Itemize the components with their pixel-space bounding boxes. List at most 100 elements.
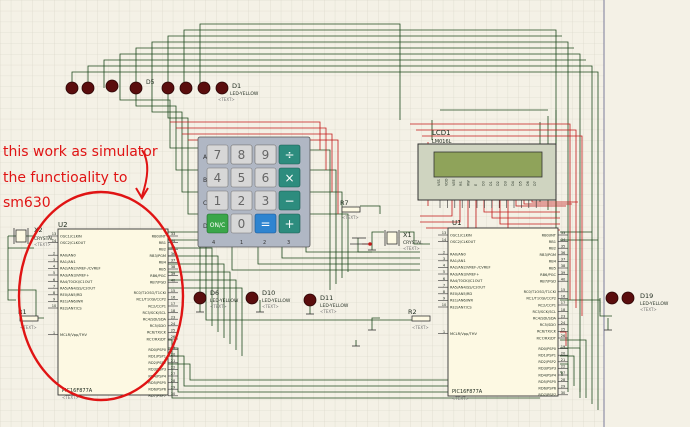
led-body [197, 81, 211, 95]
led-top[interactable] [105, 79, 119, 93]
pin-number: 14 [442, 238, 447, 242]
led-d10[interactable]: D10 LED-YELLOW <TEXT> [245, 289, 291, 309]
key-face [254, 167, 277, 188]
led-top[interactable] [161, 81, 175, 95]
annotation-arrow-shaft [141, 149, 149, 197]
keypad-key-8-face[interactable]: 8 [230, 144, 253, 165]
pin-label: RC1/T1OSI/CCP2 [136, 298, 166, 302]
pin-label: RA5/AN4/SS/C2OUT [60, 287, 96, 291]
u1-text-tag: <TEXT> [452, 396, 469, 401]
keypad-key-on-clear[interactable]: ON/C [206, 213, 229, 234]
led-d6[interactable]: D6 LED-YELLOW <TEXT> [193, 289, 239, 309]
lcd-pin-label: D3 [504, 181, 508, 186]
led-d19[interactable]: D19 LED-YELLOW <TEXT> [605, 291, 669, 312]
pin-label: RE0/AN5/RD [450, 292, 472, 296]
led-top[interactable] [197, 81, 211, 95]
push-button[interactable] [350, 237, 372, 246]
keypad-key-0[interactable]: 0 [230, 213, 253, 234]
led-d11[interactable]: D11 LED-YELLOW <TEXT> [303, 293, 349, 314]
key-label: 3 [262, 194, 270, 208]
pin-number: 3 [443, 257, 445, 261]
pin-number: 5 [443, 270, 445, 274]
pin-label: RE1/AN6/WR [60, 300, 83, 304]
pin-label: RB2 [549, 247, 556, 251]
led-top-d1[interactable]: D1 LED-YELLOW <TEXT> [215, 81, 259, 102]
pin-number: 20 [561, 351, 566, 355]
pin-label: RA1/AN1 [450, 259, 466, 263]
led-type: LED-YELLOW [262, 298, 291, 304]
pin-number: 15 [171, 289, 176, 293]
keypad-key-1[interactable]: 1 [206, 190, 229, 211]
pin-label: RE0/AN5/RD [60, 293, 82, 297]
pin-label: RA0/AN0 [450, 253, 466, 257]
keypad-key-multiply[interactable]: × [278, 167, 301, 188]
crystal-body [386, 231, 398, 245]
key-face [230, 167, 253, 188]
resistor-ref: R1 [18, 308, 27, 316]
led-type-label: LED-YELLOW [230, 91, 259, 97]
led-type: LED-YELLOW [320, 303, 349, 309]
mcu-u2[interactable]: U2 PIC16F877A <TEXT> 13OSC1/CLKIN14OSC2/… [48, 221, 178, 400]
u1-ref: U1 [452, 219, 462, 227]
keypad-key-7-face[interactable]: 7 [206, 144, 229, 165]
resistor-ref: R7 [340, 199, 349, 207]
key-face [206, 167, 229, 188]
pin-number: 14 [52, 239, 57, 243]
keypad-col-label: 1 [240, 240, 243, 246]
keypad-key-4[interactable]: 4 [206, 167, 229, 188]
keypad-key-9-face[interactable]: 9 [254, 144, 277, 165]
resistor-text-tag: <TEXT> [342, 215, 359, 220]
keypad-key-plus[interactable]: + [278, 213, 301, 234]
lcd-pin-label: RW [467, 180, 471, 186]
pin-label: RD6/PSP6 [538, 387, 556, 391]
led-body [245, 291, 259, 305]
keypad-row-label: D [203, 223, 208, 230]
led-body [605, 291, 619, 305]
keypad-key-divide[interactable]: ÷ [278, 144, 301, 165]
keypad-col-label: 2 [263, 240, 266, 246]
pin-number: 2 [443, 250, 445, 254]
lcd-screen [433, 151, 543, 178]
lcd-module[interactable]: LCD1 LM016L <TEXT> VSSVDDVEERSRWED0D1D2D… [417, 129, 557, 208]
pin-number: 28 [561, 378, 566, 382]
pin-label: OSC1/CLKIN [60, 234, 82, 238]
button-terminal [368, 242, 372, 246]
resistor-r2[interactable]: R2 <TEXT> [408, 308, 431, 330]
key-label: ON/C [210, 222, 225, 229]
pin-number: 7 [53, 284, 55, 288]
crystal-ref: X1 [403, 231, 412, 239]
pin-label: RD4/PSP4 [148, 374, 166, 378]
led-top[interactable] [65, 81, 79, 95]
crystal-x1[interactable]: X1 CRYSTAL <TEXT> [384, 230, 423, 251]
annotation-line-2: the functioality to [3, 170, 127, 186]
pin-number: 34 [561, 238, 566, 242]
pin-label: RC6/TX/CK [537, 330, 557, 334]
top-led-row: D5 D1 LED-YELLOW <TEXT> [65, 79, 259, 102]
keypad-key-minus[interactable]: − [278, 190, 301, 211]
pin-number: 1 [53, 331, 55, 335]
keypad-key-equals[interactable]: = [254, 213, 277, 234]
pin-number: 26 [171, 335, 176, 339]
pin-label: RD3/PSP3 [148, 368, 166, 372]
keypad-key-3[interactable]: 3 [254, 190, 277, 211]
led-text-tag: <TEXT> [320, 309, 337, 314]
pin-number: 8 [53, 291, 56, 295]
pin-number: 40 [561, 277, 566, 281]
pin-label: RC2/CCP1 [148, 304, 166, 308]
led-body [303, 293, 317, 307]
led-top[interactable] [81, 81, 95, 95]
led-top[interactable] [179, 81, 193, 95]
pin-number: 22 [171, 366, 176, 370]
pin-label: RE1/AN6/WR [450, 299, 473, 303]
mcu-u1[interactable]: U1 PIC16F877A <TEXT> 13OSC1/CLKIN14OSC2/… [438, 219, 568, 401]
pin-label: RC2/CCP1 [538, 303, 556, 307]
keypad-key-5[interactable]: 5 [230, 167, 253, 188]
lcd-pin-label: VSS [437, 179, 441, 186]
lcd-pin-label: VDD [444, 178, 448, 186]
keypad-key-2[interactable]: 2 [230, 190, 253, 211]
resistor-r7[interactable]: R7 <TEXT> [340, 199, 361, 220]
keypad-key-6[interactable]: 6 [254, 167, 277, 188]
led-top-d5[interactable]: D5 [129, 79, 155, 95]
